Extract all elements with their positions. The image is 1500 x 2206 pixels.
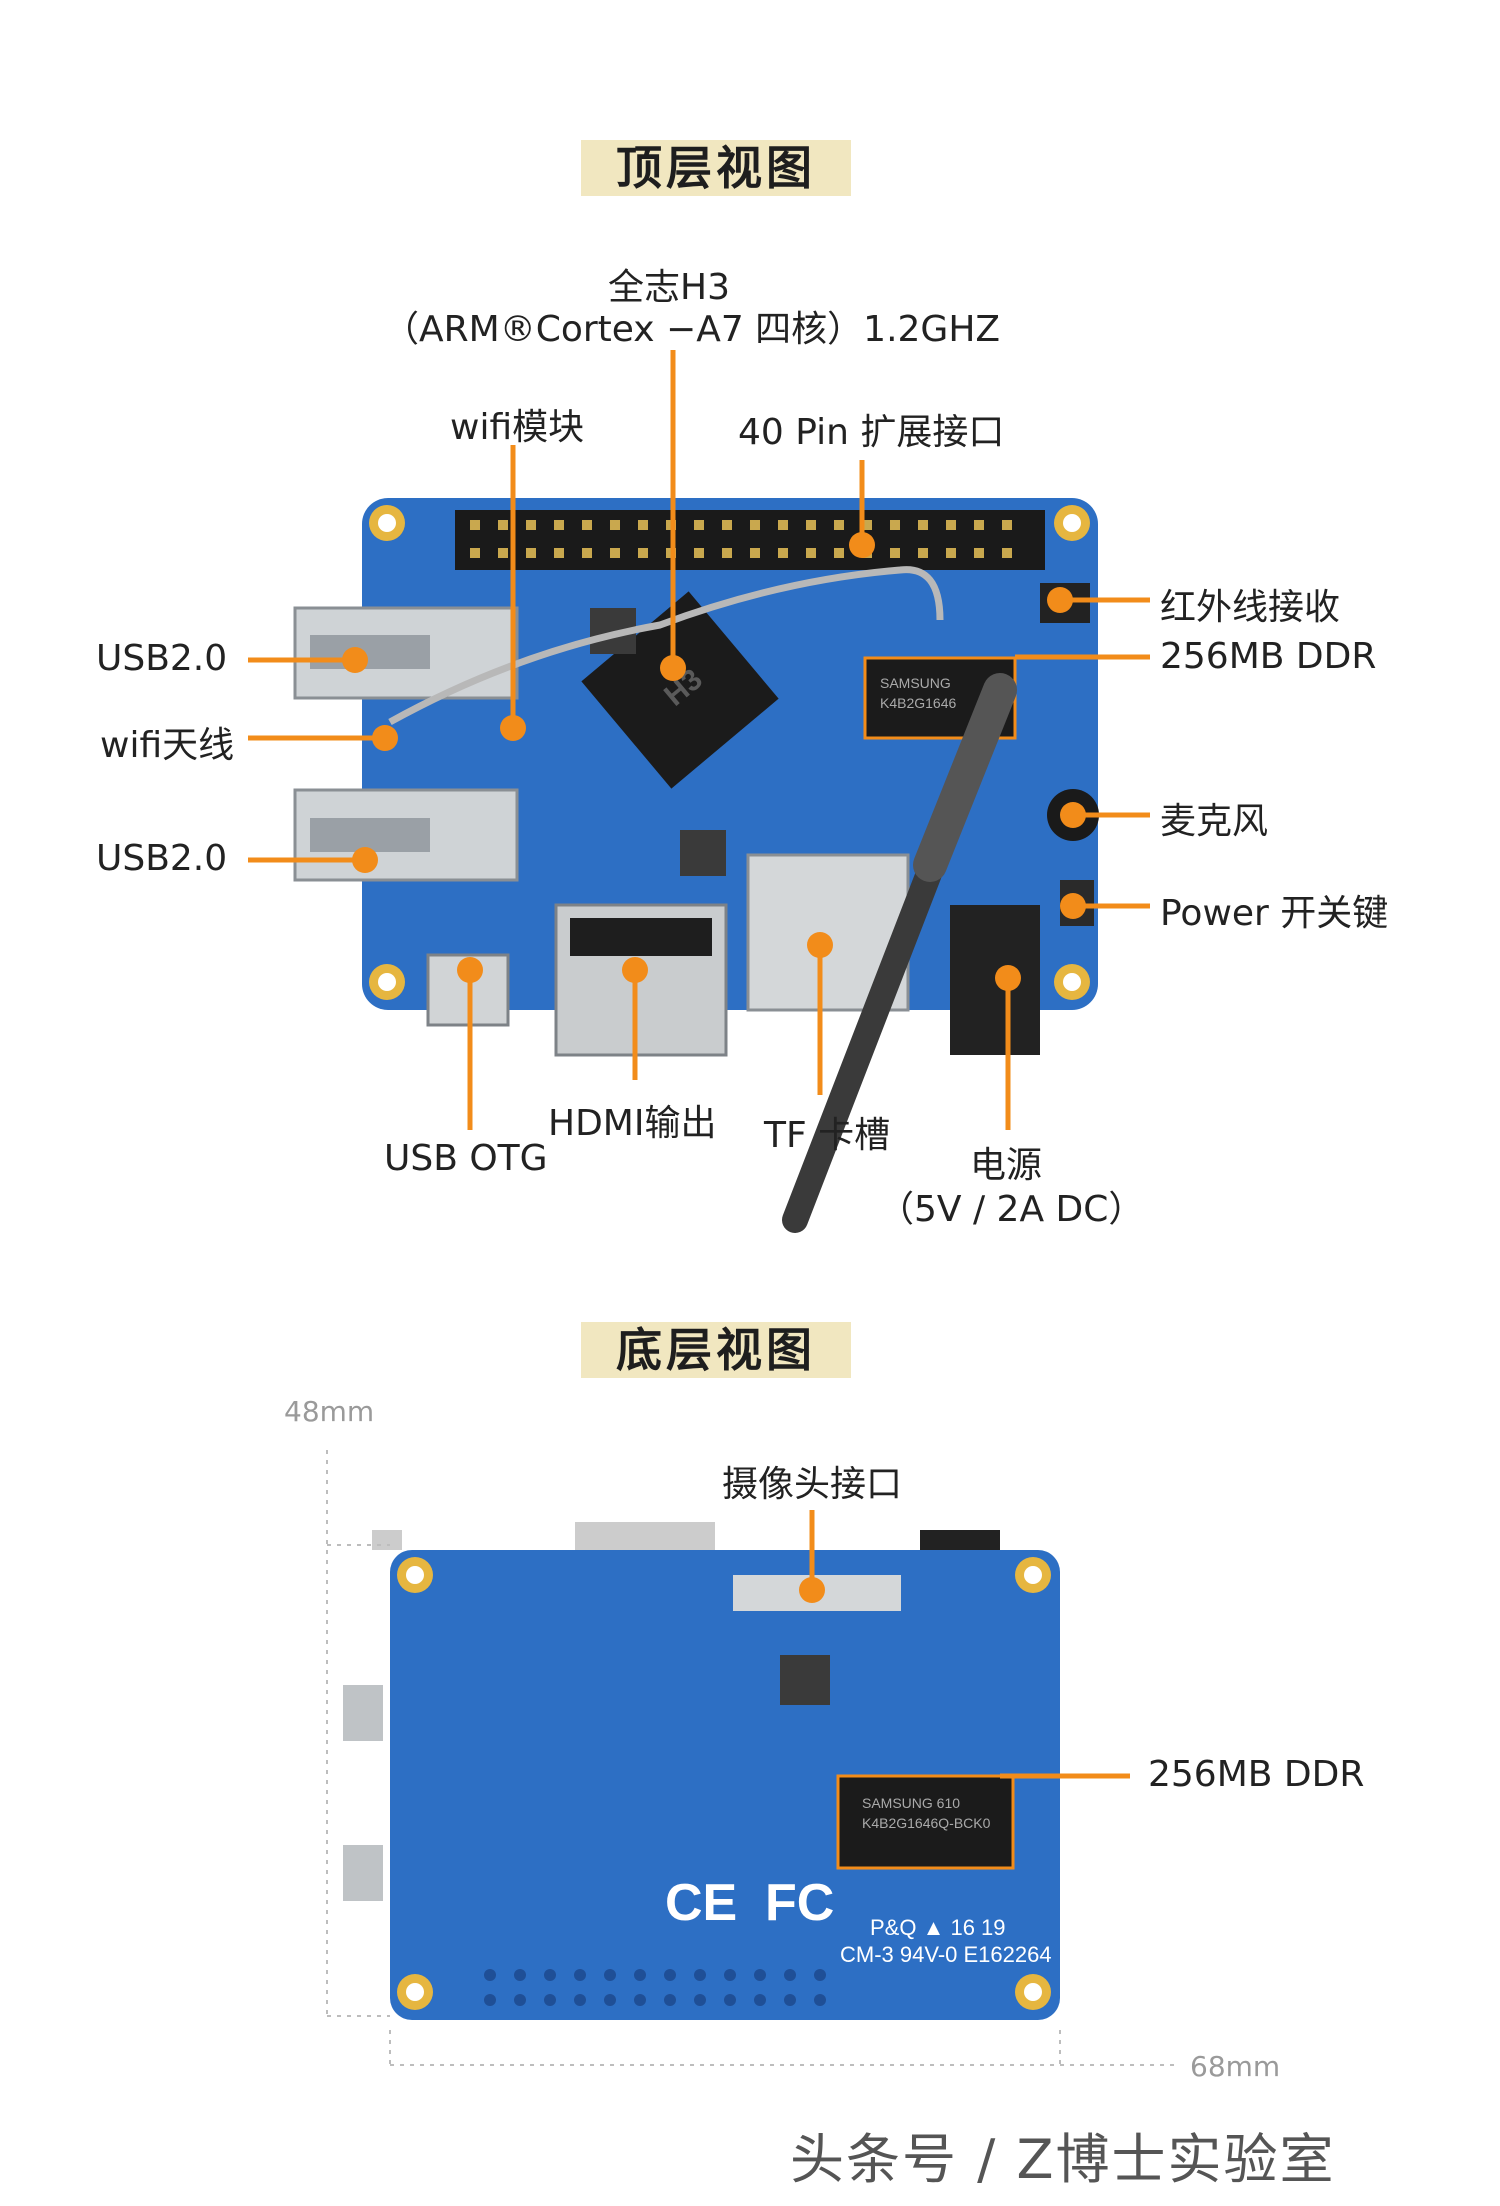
power-label-line1: 电源 xyxy=(970,1145,1043,1186)
usb-bottom-label: USB2.0 xyxy=(96,838,228,879)
power-key-label: Power 开关键 xyxy=(1160,893,1389,934)
cpu-label-line1: 全志H3 xyxy=(608,267,730,308)
camera-label: 摄像头接口 xyxy=(722,1464,903,1505)
top-ram-code: K4B2G1646 xyxy=(880,695,956,711)
cm-mark: CM-3 94V-0 E162264 xyxy=(840,1942,1052,1967)
top-ram-brand: SAMSUNG xyxy=(880,675,951,691)
cpu-label-line2: （ARM®Cortex −A7 四核）1.2GHZ xyxy=(383,309,1001,350)
wifi-module-label: wifi模块 xyxy=(450,407,585,448)
wifi-antenna-label: wifi天线 xyxy=(100,725,235,766)
hdmi-label: HDMI输出 xyxy=(548,1103,717,1144)
bottom-ram-brand: SAMSUNG 610 xyxy=(862,1795,960,1811)
dimension-lines xyxy=(326,1450,1180,2070)
top-callouts xyxy=(248,350,1150,1130)
width-dimension: 68mm xyxy=(1190,2050,1281,2083)
top-pcb: H3 SAMSUNG K4B2G1646 xyxy=(293,498,1099,1233)
ddr-top-label: 256MB DDR xyxy=(1160,636,1377,677)
fc-mark: FC xyxy=(765,1874,834,1932)
tf-label: TF 卡槽 xyxy=(764,1115,891,1156)
usb-top-label: USB2.0 xyxy=(96,638,228,679)
gpio-label: 40 Pin 扩展接口 xyxy=(738,412,1005,453)
bottom-ram-code: K4B2G1646Q-BCK0 xyxy=(862,1815,991,1831)
ul-mark: P&Q ▲ 16 19 xyxy=(870,1915,1006,1940)
ce-mark: CE xyxy=(665,1874,737,1932)
height-dimension: 48mm xyxy=(284,1395,375,1428)
top-view-title: 顶层视图 xyxy=(581,140,851,196)
mic-label: 麦克风 xyxy=(1160,801,1269,842)
bottom-pcb: SAMSUNG 610 K4B2G1646Q-BCK0 CE FC P&Q ▲ … xyxy=(343,1522,1060,2020)
bottom-callouts xyxy=(799,1510,1130,1779)
ir-label: 红外线接收 xyxy=(1160,587,1341,628)
watermark: 头条号 / Z博士实验室 xyxy=(790,2128,1336,2191)
power-label-line2: （5V / 2A DC） xyxy=(878,1189,1145,1230)
bottom-view-title: 底层视图 xyxy=(581,1322,851,1378)
usb-otg-label: USB OTG xyxy=(384,1138,548,1179)
ddr-bottom-label: 256MB DDR xyxy=(1148,1754,1365,1795)
